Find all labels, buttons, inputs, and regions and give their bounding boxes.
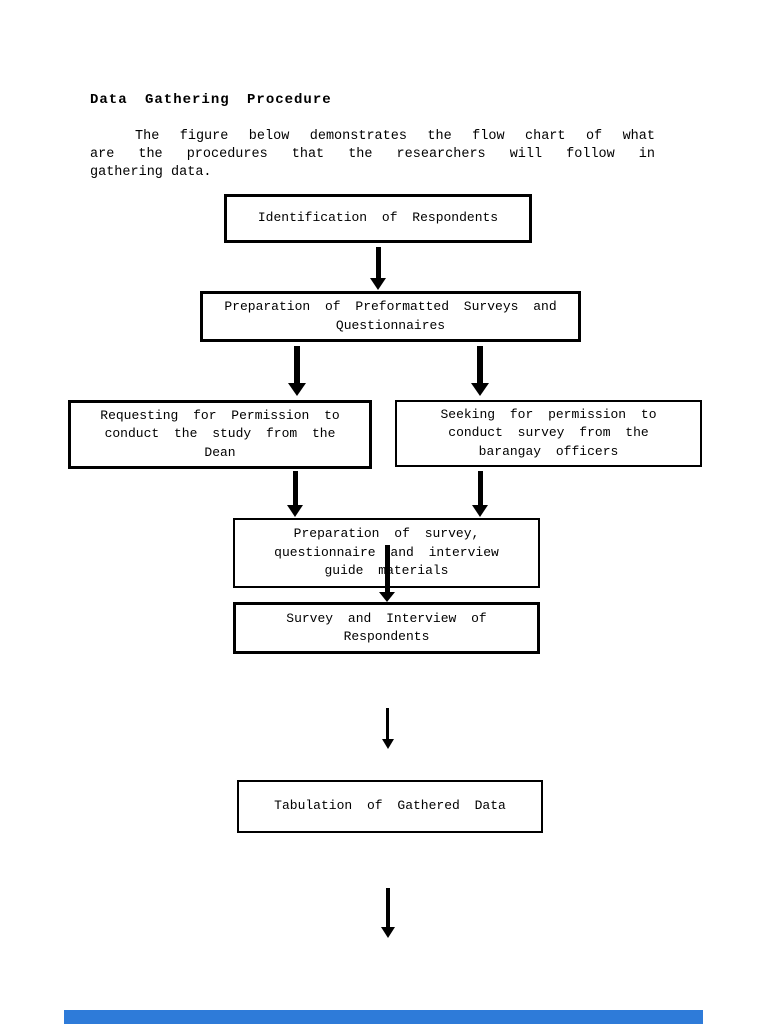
intro-line-3: gathering data. xyxy=(90,165,212,180)
flow-box-preparation-of-preformatted-surveys: Preparation of Preformatted Surveys and … xyxy=(200,291,581,342)
intro-line-1: The figure below demonstrates the flow c… xyxy=(135,129,655,144)
intro-paragraph: The figure below demonstrates the flow c… xyxy=(90,128,655,182)
flow-box-tabulation-of-gathered-data: Tabulation of Gathered Data xyxy=(237,780,543,833)
section-heading: Data Gathering Procedure xyxy=(90,92,332,108)
viewer-progress-bar xyxy=(64,1010,703,1024)
flow-box-preparation-of-materials: Preparation of survey, questionnaire and… xyxy=(233,518,540,588)
intro-line-2: are the procedures that the researchers … xyxy=(90,147,655,162)
flow-box-identification-of-respondents: Identification of Respondents xyxy=(224,194,532,243)
flow-box-requesting-permission-dean: Requesting for Permission to conduct the… xyxy=(68,400,372,469)
flow-box-seeking-permission-barangay: Seeking for permission to conduct survey… xyxy=(395,400,702,467)
flow-box-survey-and-interview: Survey and Interview of Respondents xyxy=(233,602,540,654)
